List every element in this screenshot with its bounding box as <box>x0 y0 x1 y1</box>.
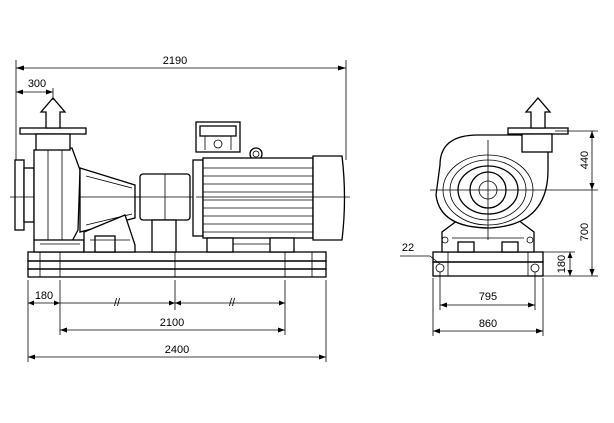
dim-2190: 2190 <box>163 55 187 67</box>
end-view: 440 700 180 22 795 <box>400 97 598 336</box>
break-mark-left: // <box>114 297 121 309</box>
dimension-suction-offset: 300 <box>16 78 54 100</box>
dimension-anchor-bolt: 22 <box>400 242 441 265</box>
dimension-overall-length: 2190 <box>15 55 347 160</box>
dimension-end-horizontal: 795 860 <box>432 272 544 336</box>
dim-2100: 2100 <box>160 317 184 329</box>
dim-795: 795 <box>479 291 497 303</box>
dimension-lower-chain: 180 // // 2100 2400 <box>27 280 327 362</box>
end-base <box>432 251 544 277</box>
end-discharge <box>507 97 569 153</box>
coupling <box>134 173 196 253</box>
break-mark-right: // <box>229 297 236 309</box>
pump-casing <box>10 97 87 253</box>
dim-300: 300 <box>28 78 46 90</box>
bearing-frame <box>79 167 140 253</box>
dim-440: 440 <box>579 151 591 169</box>
dim-860: 860 <box>479 318 497 330</box>
base-frame <box>27 251 327 278</box>
motor <box>192 121 350 253</box>
dim-700: 700 <box>579 223 591 241</box>
dim-22: 22 <box>402 242 414 254</box>
dim-180: 180 <box>35 290 53 302</box>
side-view: 2190 300 180 // <box>10 55 350 362</box>
dim-2400: 2400 <box>165 344 189 356</box>
end-volute <box>430 134 549 244</box>
dimension-end-vertical: 440 700 180 <box>543 130 598 277</box>
dim-180-end: 180 <box>556 255 568 273</box>
